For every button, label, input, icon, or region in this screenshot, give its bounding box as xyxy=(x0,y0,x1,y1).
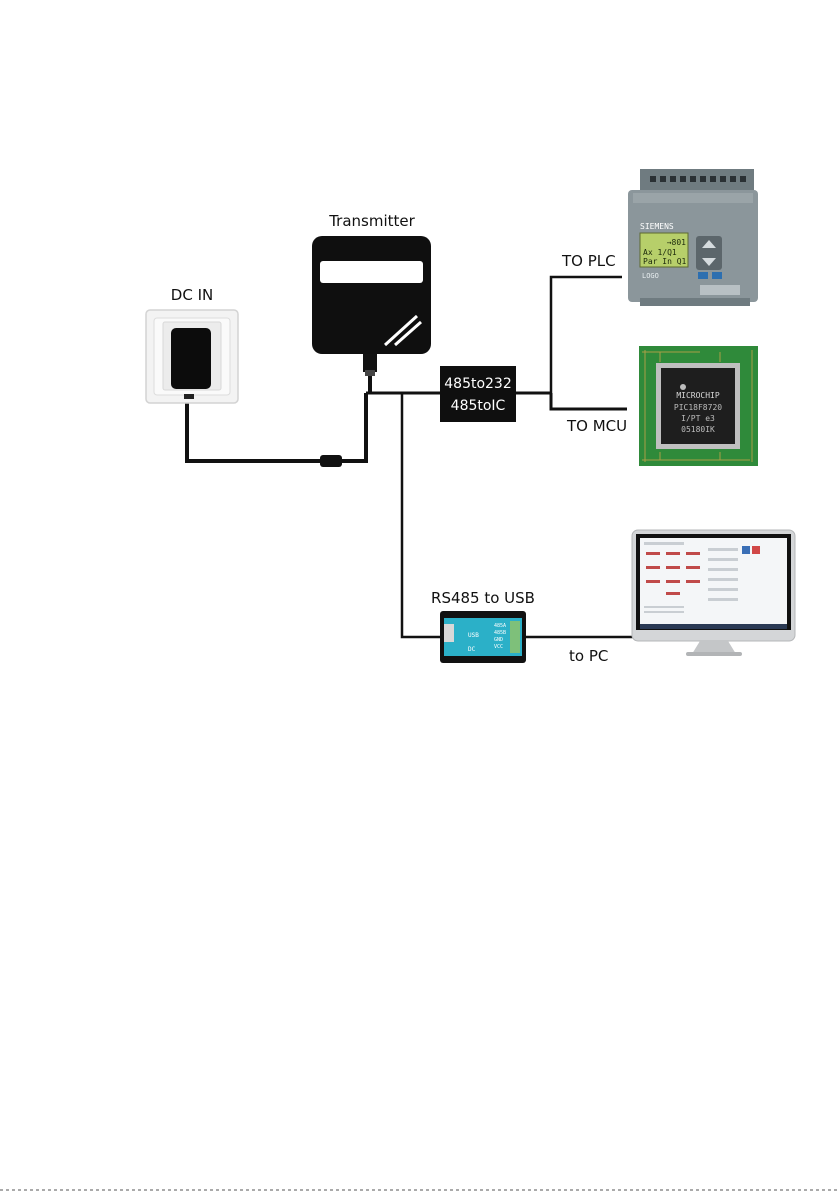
pc-monitor xyxy=(632,530,795,656)
split-to-mcu xyxy=(551,393,627,409)
ferrite-bead xyxy=(320,455,342,467)
dc-in-label: DC IN xyxy=(171,286,213,304)
transmitter-connector xyxy=(363,352,377,372)
rs485-usb-label: RS485 to USB xyxy=(431,589,535,607)
transmitter-device xyxy=(312,236,431,354)
power-adapter xyxy=(171,328,211,389)
mcu-code1: I/PT e3 xyxy=(681,414,715,423)
plc-lcd-line3: Par In Q1 xyxy=(643,257,687,266)
usb-dc-label: DC xyxy=(468,646,476,653)
plc-lcd-line2: Ax 1/Q1 xyxy=(643,248,677,257)
microchip-logo-icon xyxy=(680,384,686,390)
dc-wall-socket xyxy=(146,310,238,403)
usb-pin-485a: 485A xyxy=(494,623,506,629)
plc-esc-key xyxy=(698,272,708,279)
mcu-board: MICROCHIP PIC18F8720 I/PT e3 05180IK xyxy=(639,346,758,466)
converter-label-485toic: 485toIC xyxy=(451,398,506,414)
connector-tip xyxy=(365,370,375,376)
transmitter-display xyxy=(320,261,423,283)
mcu-part: PIC18F8720 xyxy=(674,403,722,412)
mcu-brand: MICROCHIP xyxy=(676,391,720,400)
to-pc-label: to PC xyxy=(569,647,608,665)
converter-label-485to232: 485to232 xyxy=(444,376,512,392)
usb-port-label: USB xyxy=(468,632,479,639)
to-mcu-label: TO MCU xyxy=(566,417,627,435)
transmitter-label: Transmitter xyxy=(328,212,415,230)
plc-brand: SIEMENS xyxy=(640,222,674,231)
plc-device: SIEMENS →801 Ax 1/Q1 Par In Q1 LOGO xyxy=(628,169,758,306)
usb-pin-485b: 485B xyxy=(494,630,506,636)
plc-model: LOGO xyxy=(642,272,659,280)
rs485-usb-converter: USB DC 485A 485B GND VCC xyxy=(440,611,526,663)
split-to-plc xyxy=(551,277,622,393)
plc-lcd-line1: →801 xyxy=(667,238,686,247)
usb-pin-gnd: GND xyxy=(494,637,503,643)
usb-pin-vcc: VCC xyxy=(494,644,503,650)
mcu-code2: 05180IK xyxy=(681,425,715,434)
to-plc-label: TO PLC xyxy=(561,252,616,270)
plc-ok-key xyxy=(712,272,722,279)
